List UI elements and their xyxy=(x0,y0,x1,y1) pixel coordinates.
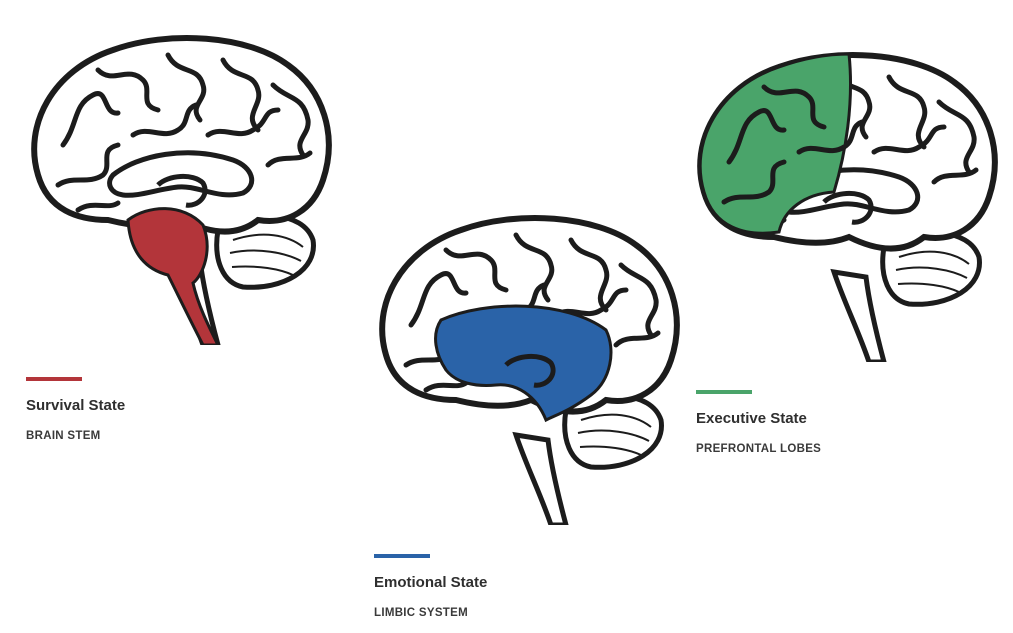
executive-color-bar xyxy=(696,390,752,394)
emotional-region: LIMBIC SYSTEM xyxy=(374,607,468,619)
executive-region: PREFRONTAL LOBES xyxy=(696,443,822,455)
state-survival: Survival State BRAIN STEM xyxy=(26,377,125,442)
survival-color-bar xyxy=(26,377,82,381)
highlight-limbic-system xyxy=(434,304,613,423)
highlight-brain-stem xyxy=(126,207,220,345)
brain-illustration-executive xyxy=(684,42,1013,362)
state-emotional: Emotional State LIMBIC SYSTEM xyxy=(374,554,487,619)
emotional-color-bar xyxy=(374,554,430,558)
state-executive: Executive State PREFRONTAL LOBES xyxy=(696,390,821,455)
brain-illustration-emotional xyxy=(366,205,696,525)
emotional-title: Emotional State xyxy=(374,574,488,591)
survival-region: BRAIN STEM xyxy=(26,430,101,442)
survival-title: Survival State xyxy=(26,397,126,414)
executive-title: Executive State xyxy=(696,410,807,427)
brain-illustration-survival xyxy=(18,25,348,345)
